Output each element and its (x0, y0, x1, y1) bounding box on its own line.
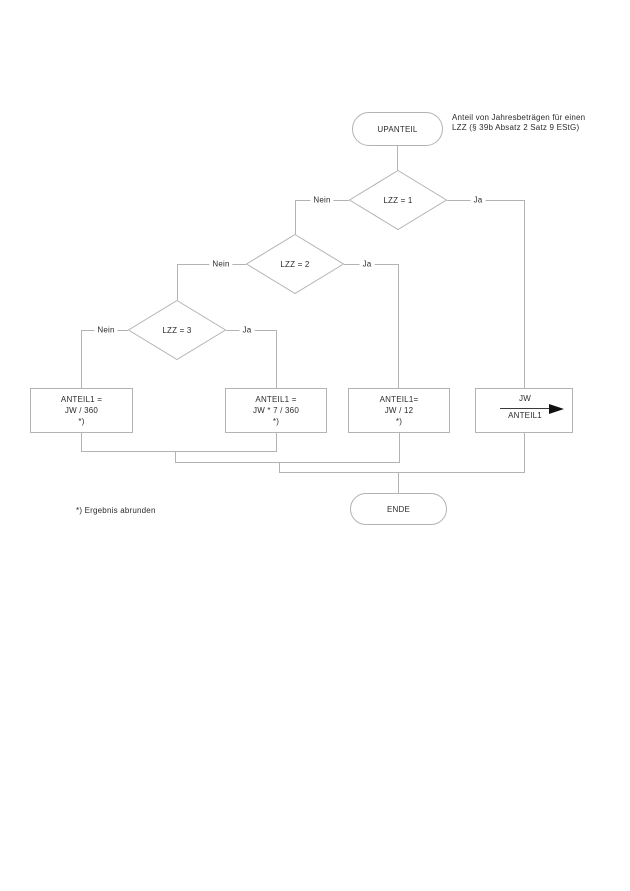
process-2-line-3: *) (272, 417, 280, 426)
decision-lzz2: LZZ = 2 (246, 234, 344, 294)
merge-v-box3 (399, 433, 400, 462)
diamond-shape (349, 170, 447, 230)
edge-lzz2-nein-v (177, 264, 178, 300)
process-1-line-2: JW / 360 (64, 406, 99, 415)
edge-label-nein-1: Nein (310, 195, 334, 205)
merge-drop-to-end (398, 472, 399, 493)
start-node-upanteil: UPANTEIL (352, 112, 443, 146)
footnote-text: *) Ergebnis abrunden (76, 506, 156, 515)
process-3-line-2: JW / 12 (384, 406, 414, 415)
process-3-line-1: ANTEIL1= (379, 395, 419, 404)
edge-lzz1-nein-v (295, 200, 296, 234)
merge-v-box1 (81, 433, 82, 451)
merge-drop-2 (279, 462, 280, 472)
edge-lzz2-ja-v (398, 264, 399, 388)
decision-lzz3-label: LZZ = 3 (162, 325, 192, 335)
process-anteil1-jw360: ANTEIL1 = JW / 360 *) (30, 388, 133, 433)
assign-jw-to-anteil1: JW ANTEIL1 (475, 388, 573, 433)
process-2-line-1: ANTEIL1 = (255, 395, 297, 404)
process-1-line-3: *) (78, 417, 85, 426)
edge-label-nein-3: Nein (94, 325, 118, 335)
end-node-label: ENDE (386, 504, 411, 514)
edge-lzz3-nein-v (81, 330, 82, 388)
assign-arrow-icon (549, 403, 564, 414)
annotation-line-1: Anteil von Jahresbeträgen für einen (452, 113, 586, 122)
merge-v-box2 (276, 433, 277, 451)
decision-lzz2-label: LZZ = 2 (280, 259, 310, 269)
decision-lzz1: LZZ = 1 (349, 170, 447, 230)
merge-drop-1 (175, 451, 176, 462)
process-1-line-1: ANTEIL1 = (60, 395, 103, 404)
decision-lzz1-label: LZZ = 1 (383, 195, 413, 205)
start-node-label: UPANTEIL (377, 124, 418, 134)
process-anteil1-jw12: ANTEIL1= JW / 12 *) (348, 388, 450, 433)
process-2-line-2: JW * 7 / 360 (253, 406, 299, 415)
edge-lzz1-ja-h (447, 200, 525, 201)
assign-source-label: JW (519, 394, 531, 403)
process-anteil1-jw7-360: ANTEIL1 = JW * 7 / 360 *) (225, 388, 327, 433)
diamond-shape (128, 300, 226, 360)
annotation-text: Anteil von Jahresbeträgen für einen LZZ … (452, 113, 585, 133)
edge-label-nein-2: Nein (209, 259, 233, 269)
diamond-shape (246, 234, 344, 294)
connector-start-to-lzz1 (397, 146, 398, 170)
merge-h-3 (279, 472, 525, 473)
edge-lzz3-ja-v (276, 330, 277, 388)
edge-label-ja-3: Ja (239, 325, 255, 335)
process-3-line-3: *) (395, 417, 403, 426)
assign-target-label: ANTEIL1 (508, 411, 542, 420)
edge-label-ja-1: Ja (470, 195, 486, 205)
merge-v-box4 (524, 433, 525, 472)
decision-lzz3: LZZ = 3 (128, 300, 226, 360)
assign-arrow-line (500, 408, 550, 409)
edge-lzz1-ja-v (524, 200, 525, 388)
edge-label-ja-2: Ja (359, 259, 375, 269)
merge-h-1 (81, 451, 277, 452)
merge-h-2 (175, 462, 400, 463)
end-node-ende: ENDE (350, 493, 447, 525)
annotation-line-2: LZZ (§ 39b Absatz 2 Satz 9 EStG) (452, 123, 580, 132)
